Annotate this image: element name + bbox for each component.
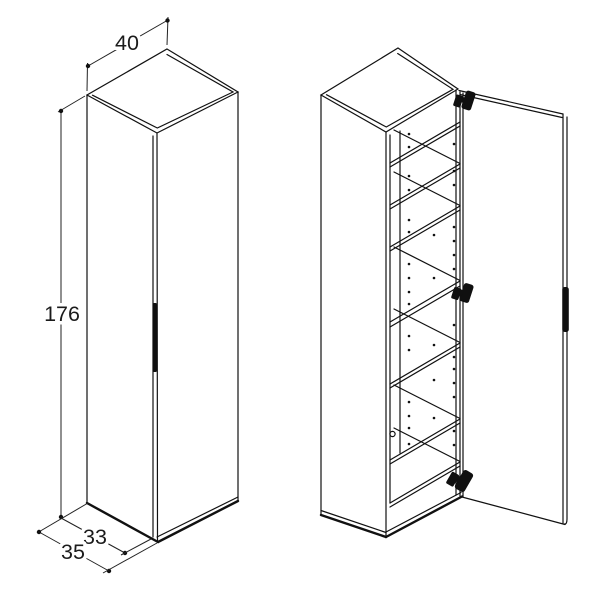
shelves bbox=[389, 121, 461, 508]
depth-inner-dimension-label: 33 bbox=[83, 525, 107, 549]
height-dimension-label: 176 bbox=[44, 302, 80, 326]
closed-top-face bbox=[85, 48, 240, 134]
open-top-face bbox=[319, 47, 460, 133]
width-dimension-label: 40 bbox=[115, 31, 139, 55]
dimension-lines: 40 176 33 35 bbox=[36, 16, 170, 574]
cam-hole bbox=[389, 430, 396, 438]
open-cabinet-view bbox=[319, 47, 464, 539]
door-handle-closed bbox=[152, 303, 157, 372]
depth-outer-dimension-label: 35 bbox=[61, 540, 85, 564]
open-door bbox=[458, 89, 569, 526]
door-handle-open bbox=[562, 287, 569, 332]
shelf-pin-holes bbox=[407, 132, 456, 447]
closed-cabinet-view bbox=[85, 48, 240, 544]
